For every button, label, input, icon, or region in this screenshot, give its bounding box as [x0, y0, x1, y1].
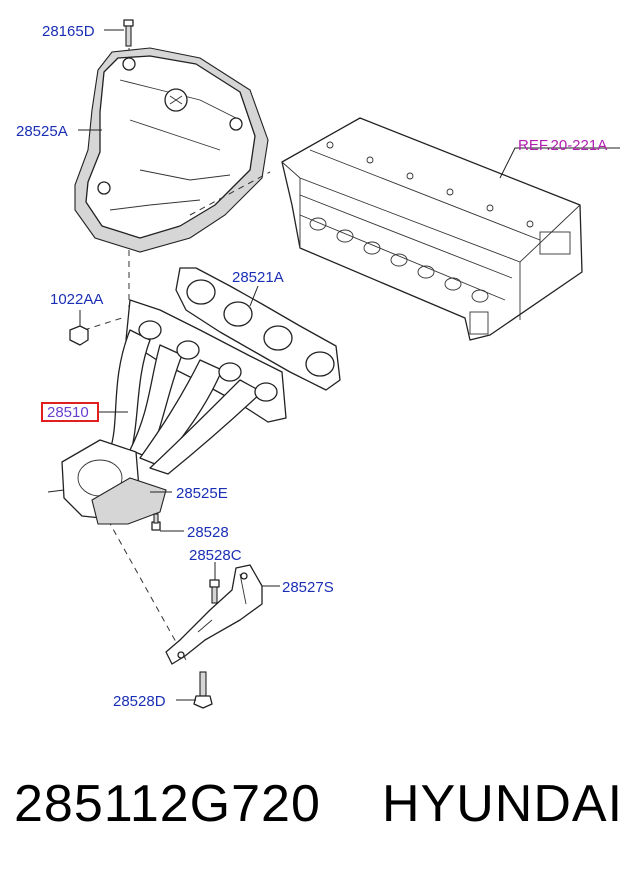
label-28525a[interactable]: 28525A — [16, 123, 68, 140]
brand-text: HYUNDAI — [382, 775, 624, 833]
label-28527s[interactable]: 28527S — [282, 579, 334, 596]
lower-heat-shield-illustration — [91, 477, 172, 525]
label-1022aa[interactable]: 1022AA — [50, 291, 103, 308]
bolt-28528-illustration — [151, 513, 184, 532]
highlight-box — [41, 402, 99, 422]
label-28528c[interactable]: 28528C — [189, 547, 242, 564]
label-28510[interactable]: 28510 — [47, 404, 89, 421]
label-ref-20-221a[interactable]: REF.20-221A — [518, 137, 607, 154]
nut-1022aa-illustration — [69, 310, 89, 346]
label-28521a[interactable]: 28521A — [232, 269, 284, 286]
bolt-28528c-illustration — [209, 562, 220, 604]
heat-shield-illustration — [74, 47, 269, 253]
cylinder-head-illustration — [281, 117, 620, 341]
exploded-parts-diagram: 28165D 28525A REF.20-221A 28521A 1022AA … — [16, 19, 620, 710]
label-28528[interactable]: 28528 — [187, 524, 229, 541]
bolt-28528d-illustration — [176, 671, 213, 709]
gasket-28521a-illustration — [175, 267, 341, 391]
label-28528d[interactable]: 28528D — [113, 693, 166, 710]
label-28165d[interactable]: 28165D — [42, 23, 95, 40]
part-number-text: 285112G720 — [14, 775, 321, 833]
label-28525e[interactable]: 28525E — [176, 485, 228, 502]
bracket-28527s-illustration — [165, 564, 280, 665]
